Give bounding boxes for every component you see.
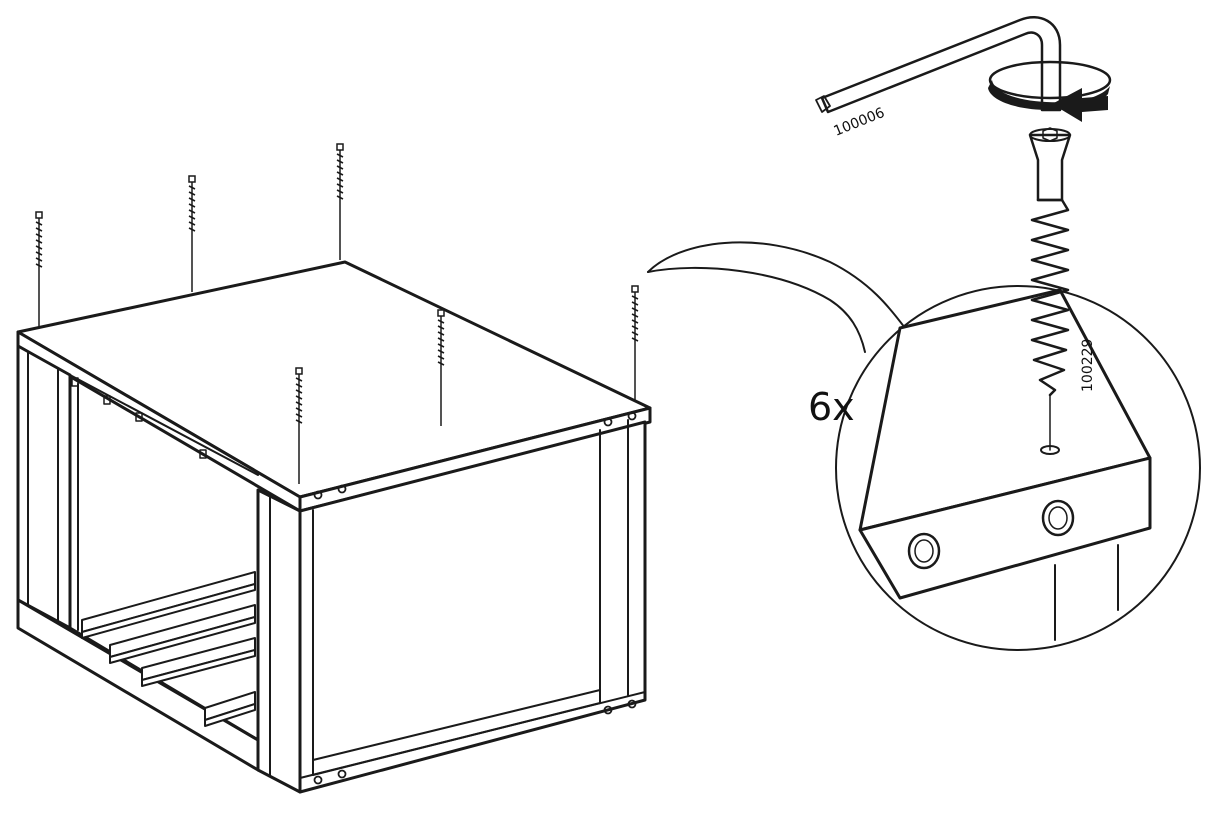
detail-magnifier bbox=[835, 285, 1201, 651]
cabinet-back-post bbox=[16, 344, 72, 630]
screw bbox=[336, 143, 344, 261]
screw bbox=[188, 175, 196, 293]
quantity-label: 6x bbox=[808, 385, 855, 429]
cabinet bbox=[16, 260, 652, 794]
cabinet-front-post bbox=[256, 488, 302, 794]
detail-screw bbox=[1028, 127, 1072, 451]
screw-part-number: 100229 bbox=[1080, 339, 1096, 392]
callout-pointer bbox=[647, 241, 906, 353]
interior-slats bbox=[81, 571, 256, 727]
allen-key-icon bbox=[815, 16, 1062, 114]
shelf-brackets bbox=[71, 377, 207, 459]
screw bbox=[631, 285, 639, 403]
allen-key-part-number: 100006 bbox=[832, 105, 888, 140]
screw bbox=[35, 211, 43, 329]
cam-holes bbox=[313, 411, 637, 785]
rotation-arrow-icon bbox=[988, 60, 1112, 122]
